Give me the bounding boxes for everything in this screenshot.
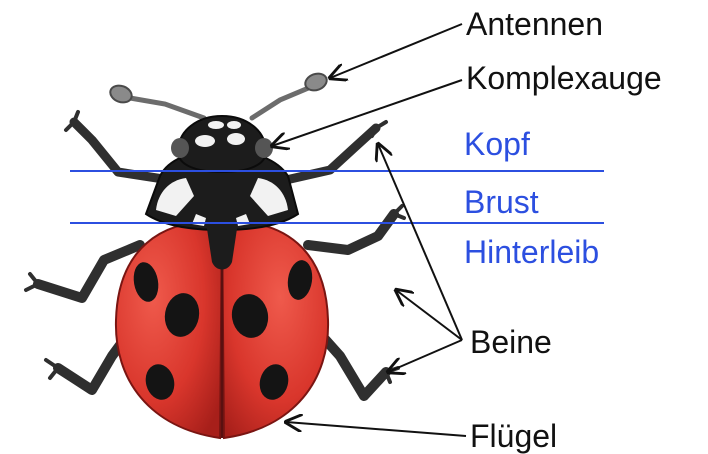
arrow-beine-3 bbox=[388, 340, 462, 372]
label-hinterleib: Hinterleib bbox=[464, 236, 599, 268]
label-kopf: Kopf bbox=[464, 128, 530, 160]
label-fluegel: Flügel bbox=[470, 420, 557, 452]
arrow-fluegel bbox=[286, 422, 466, 436]
label-komplexauge: Komplexauge bbox=[466, 62, 662, 94]
arrow-beine-1 bbox=[378, 144, 462, 340]
antennae bbox=[130, 84, 318, 118]
label-brust: Brust bbox=[464, 186, 539, 218]
head bbox=[171, 116, 273, 172]
label-beine: Beine bbox=[470, 326, 552, 358]
arrow-antennen bbox=[330, 24, 462, 78]
label-antennen: Antennen bbox=[466, 8, 603, 40]
